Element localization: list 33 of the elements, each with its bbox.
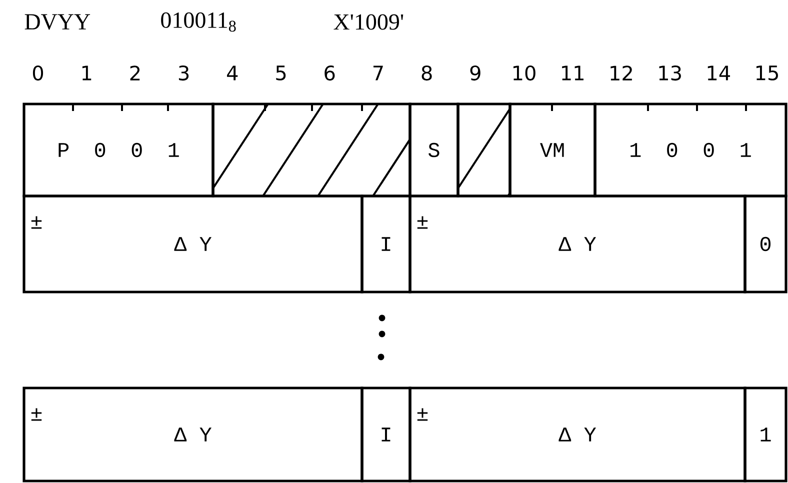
hatched-field	[456, 102, 512, 198]
bit-number: 0	[32, 65, 44, 81]
field-cell: Δ Y ±	[22, 194, 364, 294]
field-cell: I	[360, 194, 412, 294]
header-text: X'1009'	[334, 14, 404, 30]
bit-number: 5	[276, 66, 286, 80]
bit-number: 12	[610, 66, 632, 80]
field-cell: Δ Y ±	[408, 386, 746, 482]
bit-number: 2	[130, 66, 140, 80]
field-cell: 0	[744, 194, 788, 294]
bit-number: 15	[756, 66, 778, 80]
field-cell: 1 0 0 1	[594, 102, 788, 198]
bit-number: 14	[708, 66, 730, 80]
bit-number: 10	[513, 65, 536, 81]
bit-number: 1	[82, 66, 92, 80]
bit-number: 11	[562, 66, 584, 80]
field-cell: S	[408, 102, 460, 198]
field-cell: P 0 0 1	[22, 102, 214, 198]
field-cell: 1	[744, 386, 788, 482]
bit-number: 6	[324, 65, 335, 81]
header-text: DVYY	[24, 14, 90, 30]
bit-number: 9	[470, 65, 480, 81]
bit-number: 8	[422, 65, 432, 81]
bit-number: 13	[659, 65, 681, 81]
bit-number: 4	[227, 66, 238, 80]
field-cell: VM	[508, 102, 596, 198]
field-cell: Δ Y ±	[22, 386, 364, 482]
bit-number: 7	[373, 66, 383, 80]
header-text: 010011$_{8}$	[161, 12, 236, 32]
bit-number: 3	[178, 65, 189, 81]
field-cell: I	[360, 386, 412, 482]
hatched-field	[212, 102, 412, 198]
field-cell: Δ Y ±	[408, 194, 746, 294]
